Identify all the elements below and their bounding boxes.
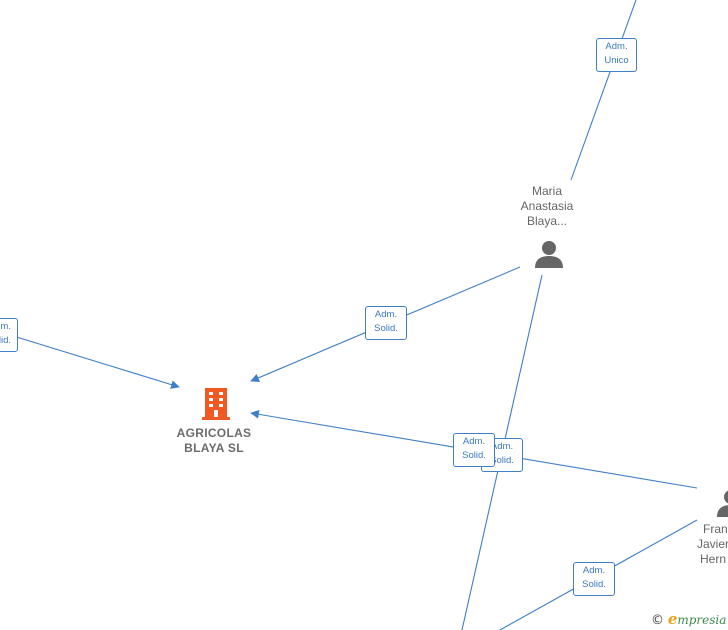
maria-name-line3: Blaya...	[526, 214, 568, 228]
edge-top-to-maria	[570, 0, 637, 181]
edge-label-line2: Solid.	[0, 335, 11, 346]
person-icon[interactable]	[534, 239, 564, 269]
edge-label-line2: Solid.	[374, 323, 398, 334]
copyright-symbol: ©	[651, 613, 664, 628]
edge-label-line1: Adm.	[374, 309, 398, 320]
francisco-name-line2: Javier	[697, 537, 728, 551]
edge-label-line2: Unico	[604, 55, 629, 66]
maria-name-line2: Anastasia	[520, 199, 574, 213]
edge-label-line1: Adm.	[0, 321, 11, 332]
company-name-label[interactable]: AGRICOLAS BLAYA SL	[164, 426, 264, 456]
edge-left-to-company	[9, 334, 180, 389]
brand-initial: e	[667, 610, 678, 628]
francisco-name-label[interactable]: Fran Javier Hern	[697, 522, 728, 567]
maria-name-line1: Maria	[531, 184, 562, 198]
edge-label-adm-unico[interactable]: Adm. Unico	[596, 38, 637, 72]
person-icon[interactable]	[716, 488, 728, 518]
maria-name-label[interactable]: Maria Anastasia Blaya...	[507, 184, 587, 229]
company-name-line2: BLAYA SL	[184, 441, 244, 455]
edge-label-line2: Solid.	[490, 455, 514, 466]
edge-label-line1: Adm.	[582, 565, 606, 576]
francisco-name-line3: Hern	[700, 552, 727, 566]
edge-label-line1: Adm.	[605, 41, 628, 52]
edge-label-adm-solid-center-front[interactable]: Adm. Solid.	[453, 433, 495, 467]
edge-label-adm-solid-left[interactable]: Adm. Solid.	[0, 318, 18, 352]
edge-label-line2: Solid.	[462, 450, 486, 461]
edge-label-line2: Solid.	[582, 579, 606, 590]
edge-label-adm-solid-maria[interactable]: Adm. Solid.	[365, 306, 407, 340]
empresia-watermark: © empresia	[651, 610, 726, 628]
edge-label-line1: Adm.	[462, 436, 486, 447]
edge-label-line1: Adm.	[490, 441, 514, 452]
company-name-line1: AGRICOLAS	[176, 426, 252, 440]
brand-name: mpresia	[677, 613, 727, 627]
edge-label-adm-solid-bottom-right[interactable]: Adm. Solid.	[573, 562, 615, 596]
building-icon[interactable]	[201, 386, 231, 420]
francisco-name-line1: Fran	[703, 522, 728, 536]
